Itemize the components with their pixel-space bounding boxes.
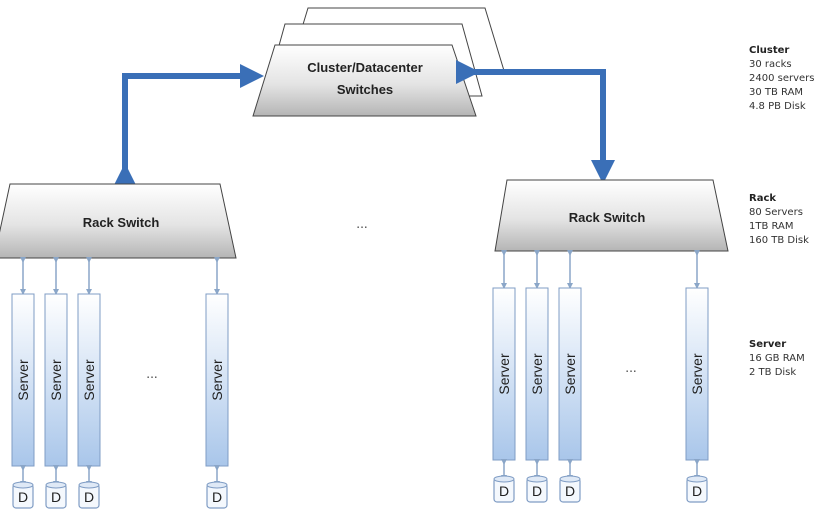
legend-cluster-line: 30 racks (749, 59, 792, 70)
server-label: Server (689, 353, 705, 395)
disk-label: D (51, 489, 61, 505)
disk-label: D (692, 483, 702, 499)
disk-label: D (499, 483, 509, 499)
legend-rack-line: 1TB RAM (749, 221, 794, 232)
disk-label: D (18, 489, 28, 505)
server-label: Server (562, 353, 578, 395)
disk-icon: D (559, 475, 581, 503)
disk-icon: D (45, 481, 67, 509)
server-label: Server (209, 359, 225, 401)
disk-icon: D (206, 481, 228, 509)
rack-switch-right-label: Rack Switch (569, 210, 646, 225)
legend-cluster-title: Cluster (749, 45, 790, 56)
rack-switch-right: Rack Switch (494, 179, 729, 252)
legend-server-line: 2 TB Disk (749, 367, 797, 378)
cluster-switch-label-line1: Cluster/Datacenter (307, 60, 423, 75)
legend-cluster-line: 2400 servers (749, 73, 815, 84)
disk-icon: D (493, 475, 515, 503)
server-label: Server (529, 353, 545, 395)
disk-icon: D (686, 475, 708, 503)
legend-server-line: 16 GB RAM (749, 353, 805, 364)
left-server-ellipsis: ... (146, 367, 157, 381)
disk-icon: D (12, 481, 34, 509)
disk-label: D (565, 483, 575, 499)
server-label: Server (496, 353, 512, 395)
disk-icon: D (78, 481, 100, 509)
server-label: Server (81, 359, 97, 401)
server-label: Server (48, 359, 64, 401)
legend-server-title: Server (749, 339, 787, 350)
rack-switch-left: Rack Switch (0, 183, 237, 259)
disk-label: D (532, 483, 542, 499)
right-server-ellipsis: ... (625, 361, 636, 375)
rack-switch-left-label: Rack Switch (83, 215, 160, 230)
disk-label: D (212, 489, 222, 505)
legend-rack: Rack 80 Servers 1TB RAM 160 TB Disk (749, 192, 809, 248)
legend-cluster-line: 30 TB RAM (749, 87, 804, 98)
rack-ellipsis: ... (356, 217, 367, 231)
legend-cluster-line: 4.8 PB Disk (749, 101, 806, 112)
right-uplink-arrow (456, 60, 615, 184)
legend-rack-title: Rack (749, 193, 777, 204)
server-label: Server (15, 359, 31, 401)
legend-rack-line: 160 TB Disk (749, 235, 809, 246)
uplink-arrows (113, 60, 615, 187)
disk-label: D (84, 489, 94, 505)
left-uplink-arrow (113, 64, 264, 187)
legend-cluster: Cluster 30 racks 2400 servers 30 TB RAM … (749, 44, 815, 114)
cluster-switch: Cluster/Datacenter Switches (252, 44, 477, 117)
legend-rack-line: 80 Servers (749, 207, 803, 218)
cluster-switch-label-line2: Switches (337, 82, 393, 97)
legend-server: Server 16 GB RAM 2 TB Disk (749, 338, 805, 380)
disk-icon: D (526, 475, 548, 503)
